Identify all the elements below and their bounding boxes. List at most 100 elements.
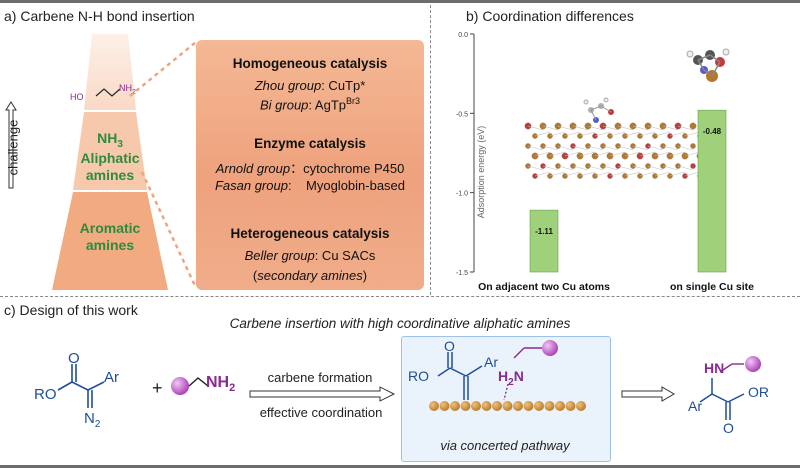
secondary-line: (secondary amines) <box>252 268 368 283</box>
y-tick-label: -1.5 <box>456 270 468 277</box>
y-axis-label: Adsorption energy (eV) <box>476 126 486 219</box>
arrow-label-bottom: effective coordination <box>259 405 383 420</box>
product-ar: Ar <box>688 398 702 414</box>
intermediate-o: O <box>444 338 455 354</box>
y-tick-label: 0.0 <box>458 32 468 39</box>
cu-atom <box>690 143 696 149</box>
zhou-group: Zhou group <box>254 78 322 93</box>
aliphatic-label-line1: Aliphatic <box>80 150 140 166</box>
cu-surface-atom <box>523 401 534 411</box>
adsorption-energy-chart: 0.0 -0.5 -1.0 -1.5 Adsorption energy (eV) -… <box>456 32 754 293</box>
diazo-ro: RO <box>34 386 57 403</box>
product-structure <box>699 356 761 420</box>
intermediate-caption: via concerted pathway <box>440 438 570 453</box>
panel-c-title: c) Design of this work <box>4 302 138 318</box>
intermediate-n: N <box>513 368 524 384</box>
intermediate-ro: RO <box>408 368 429 384</box>
ethanolamine-structure <box>95 88 121 97</box>
bi-group: Bi group <box>259 97 309 113</box>
catalysis-summary-box: Homogeneous catalysis Zhou group: CuTp* … <box>196 40 424 290</box>
cu-surface-atom <box>555 401 565 411</box>
nh3-label: NH3 <box>97 130 123 150</box>
intermediate-h: H <box>498 368 509 384</box>
nh3-text: NH <box>97 130 118 146</box>
ethanolamine-nh2: NH2 <box>119 83 136 96</box>
diazo-n2: N2 <box>84 410 100 430</box>
diazo-o: O <box>68 350 80 367</box>
section-divider-horizontal <box>0 296 800 297</box>
cu-surface-atom <box>534 401 544 411</box>
amine-nh2: NH2 <box>206 374 235 394</box>
panel-a-title: a) Carbene N-H bond insertion <box>4 8 195 24</box>
amine-structure <box>171 377 209 395</box>
arrow-label-top: carbene formation <box>267 370 373 385</box>
challenge-pyramid <box>52 34 168 290</box>
adsorbed-molecule-cluster <box>583 97 614 123</box>
arnold-catalyst: ：cytochrome P450 <box>290 161 405 176</box>
cu-surface-atom <box>471 401 481 411</box>
bi-catalyst: : AgTp <box>308 97 346 113</box>
intermediate-h-sub: 2 <box>508 376 514 388</box>
fasan-catalyst: : Myoglobin-based <box>287 178 406 193</box>
bar-1 <box>529 209 559 273</box>
bi-catalyst-sup: Br3 <box>345 96 360 106</box>
arnold-group: Arnold group <box>215 161 291 176</box>
cu-surface-atom <box>450 401 460 411</box>
intermediate-box <box>401 336 611 462</box>
cu-surface-atom <box>576 401 586 411</box>
top-border <box>0 0 800 3</box>
cu-surface-atom <box>460 401 471 411</box>
y-tick-label: -0.5 <box>456 111 468 118</box>
ethanolamine-nh: NH <box>119 83 132 93</box>
cu-surface-atom <box>429 401 439 411</box>
ethanolamine-ho: HO <box>70 92 84 102</box>
product-or: OR <box>748 384 769 400</box>
fasan-line: Fasan group: Myoglobin-based <box>196 178 424 193</box>
bar-value-label: -1.11 <box>535 227 553 236</box>
cu-surface-atom <box>439 401 450 411</box>
diazo-n-sub: 2 <box>94 419 101 430</box>
panel-c-subtitle: Carbene insertion with high coordinative… <box>229 316 571 331</box>
cu-surface-atom <box>544 401 555 411</box>
cu-surface-atom <box>492 401 502 411</box>
y-tick-label: -1.0 <box>456 191 468 198</box>
cu-atom <box>689 122 697 130</box>
single-site-molecule <box>686 48 730 82</box>
bar-2 <box>697 109 727 273</box>
x-category-label: On adjacent two Cu atoms <box>478 281 610 293</box>
bi-line: Bi group: AgTpBr3 <box>196 96 424 112</box>
beller-group: Beller group <box>244 248 315 263</box>
intermediate-h2n: H2N <box>498 368 524 388</box>
product-arrow-icon <box>621 386 675 402</box>
aromatic-label-line2: amines <box>85 237 135 253</box>
callout-lines <box>129 41 198 289</box>
cu-surface-atom <box>481 401 492 411</box>
cu-slab-illustration <box>524 122 704 179</box>
section-divider-vertical <box>430 5 431 295</box>
amine-nh: NH <box>206 374 230 391</box>
challenge-arrow-icon <box>4 100 18 190</box>
homogeneous-heading: Homogeneous catalysis <box>232 56 388 71</box>
diazo-n: N <box>84 410 95 427</box>
bar-value-label: -0.48 <box>703 127 722 136</box>
product-hn: HN <box>704 360 725 376</box>
diazo-ar: Ar <box>104 369 119 386</box>
secondary-amines: secondary amines <box>257 268 363 283</box>
cu-surface-atom <box>513 401 523 411</box>
aliphatic-label-line2: amines <box>85 167 135 183</box>
cu-atom <box>690 163 696 169</box>
plus-sign: + <box>152 378 163 398</box>
bottom-border <box>0 465 800 468</box>
aromatic-label-line1: Aromatic <box>79 220 141 236</box>
intermediate-ar: Ar <box>484 354 498 370</box>
fasan-group: Fasan group <box>214 178 288 193</box>
zhou-line: Zhou group: CuTp* <box>196 78 424 93</box>
beller-line: Beller group: Cu SACs <box>196 248 424 263</box>
amine-nh-sub: 2 <box>229 382 236 395</box>
diazo-ester-structure <box>57 364 105 408</box>
challenge-label: challenge <box>5 119 21 176</box>
zhou-catalyst: : CuTp* <box>321 78 366 93</box>
heterogeneous-heading: Heterogeneous catalysis <box>230 226 390 241</box>
beller-catalyst: : Cu SACs <box>314 248 376 263</box>
reaction-arrow-icon <box>249 386 396 402</box>
